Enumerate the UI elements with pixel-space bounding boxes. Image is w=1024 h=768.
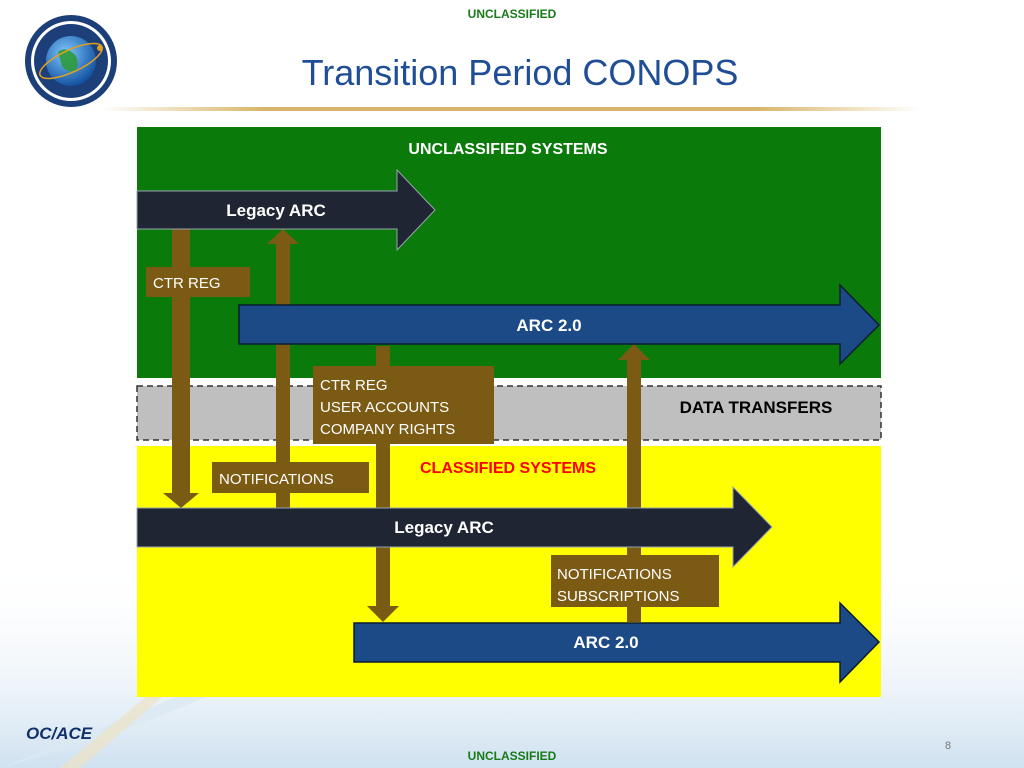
data-transfers-title: DATA TRANSFERS bbox=[680, 398, 833, 417]
flow-arrow-transfer-down bbox=[367, 346, 399, 622]
title-underline bbox=[100, 107, 920, 111]
classification-banner-bottom: UNCLASSIFIED bbox=[467, 749, 557, 763]
classified-systems-title: CLASSIFIED SYSTEMS bbox=[420, 460, 596, 477]
subscriptions-line: SUBSCRIPTIONS bbox=[557, 588, 680, 605]
classified-arc2-label: ARC 2.0 bbox=[573, 633, 638, 652]
unclassified-systems-title: UNCLASSIFIED SYSTEMS bbox=[408, 141, 607, 158]
ctr-reg-label: CTR REG bbox=[153, 275, 221, 292]
transfer-item-user-accounts: USER ACCOUNTS bbox=[320, 399, 449, 416]
flow-arrow-ctr-reg-down bbox=[163, 229, 199, 508]
notifications-line: NOTIFICATIONS bbox=[557, 566, 672, 583]
classified-legacy-arc-label: Legacy ARC bbox=[394, 518, 494, 537]
slide-title: Transition Period CONOPS bbox=[301, 52, 739, 93]
transfer-item-ctr-reg: CTR REG bbox=[320, 377, 388, 394]
transfer-item-company-rights: COMPANY RIGHTS bbox=[320, 421, 455, 438]
ctr-reg-box bbox=[146, 267, 250, 297]
transfer-items-box bbox=[313, 366, 494, 444]
notifications-label: NOTIFICATIONS bbox=[219, 471, 334, 488]
classified-arc2-arrow bbox=[353, 601, 881, 684]
flow-arrow-notifications-up bbox=[267, 229, 299, 508]
unclassified-arc2-arrow bbox=[238, 283, 881, 366]
notifications-box bbox=[212, 462, 369, 493]
nro-seal-icon bbox=[25, 15, 117, 107]
unclassified-legacy-arc-label: Legacy ARC bbox=[226, 201, 326, 220]
unclassified-arc2-label: ARC 2.0 bbox=[516, 316, 581, 335]
classification-banner-top: UNCLASSIFIED bbox=[467, 7, 557, 21]
flow-arrow-notifications-subscriptions-up bbox=[618, 344, 650, 622]
notifications-subscriptions-box bbox=[551, 555, 719, 607]
unclassified-legacy-arc-arrow bbox=[136, 168, 436, 252]
page-number: 8 bbox=[945, 740, 952, 752]
footer-org-label: OC/ACE bbox=[26, 724, 93, 743]
data-transfers-zone bbox=[136, 385, 882, 441]
classified-legacy-arc-arrow bbox=[136, 485, 773, 569]
